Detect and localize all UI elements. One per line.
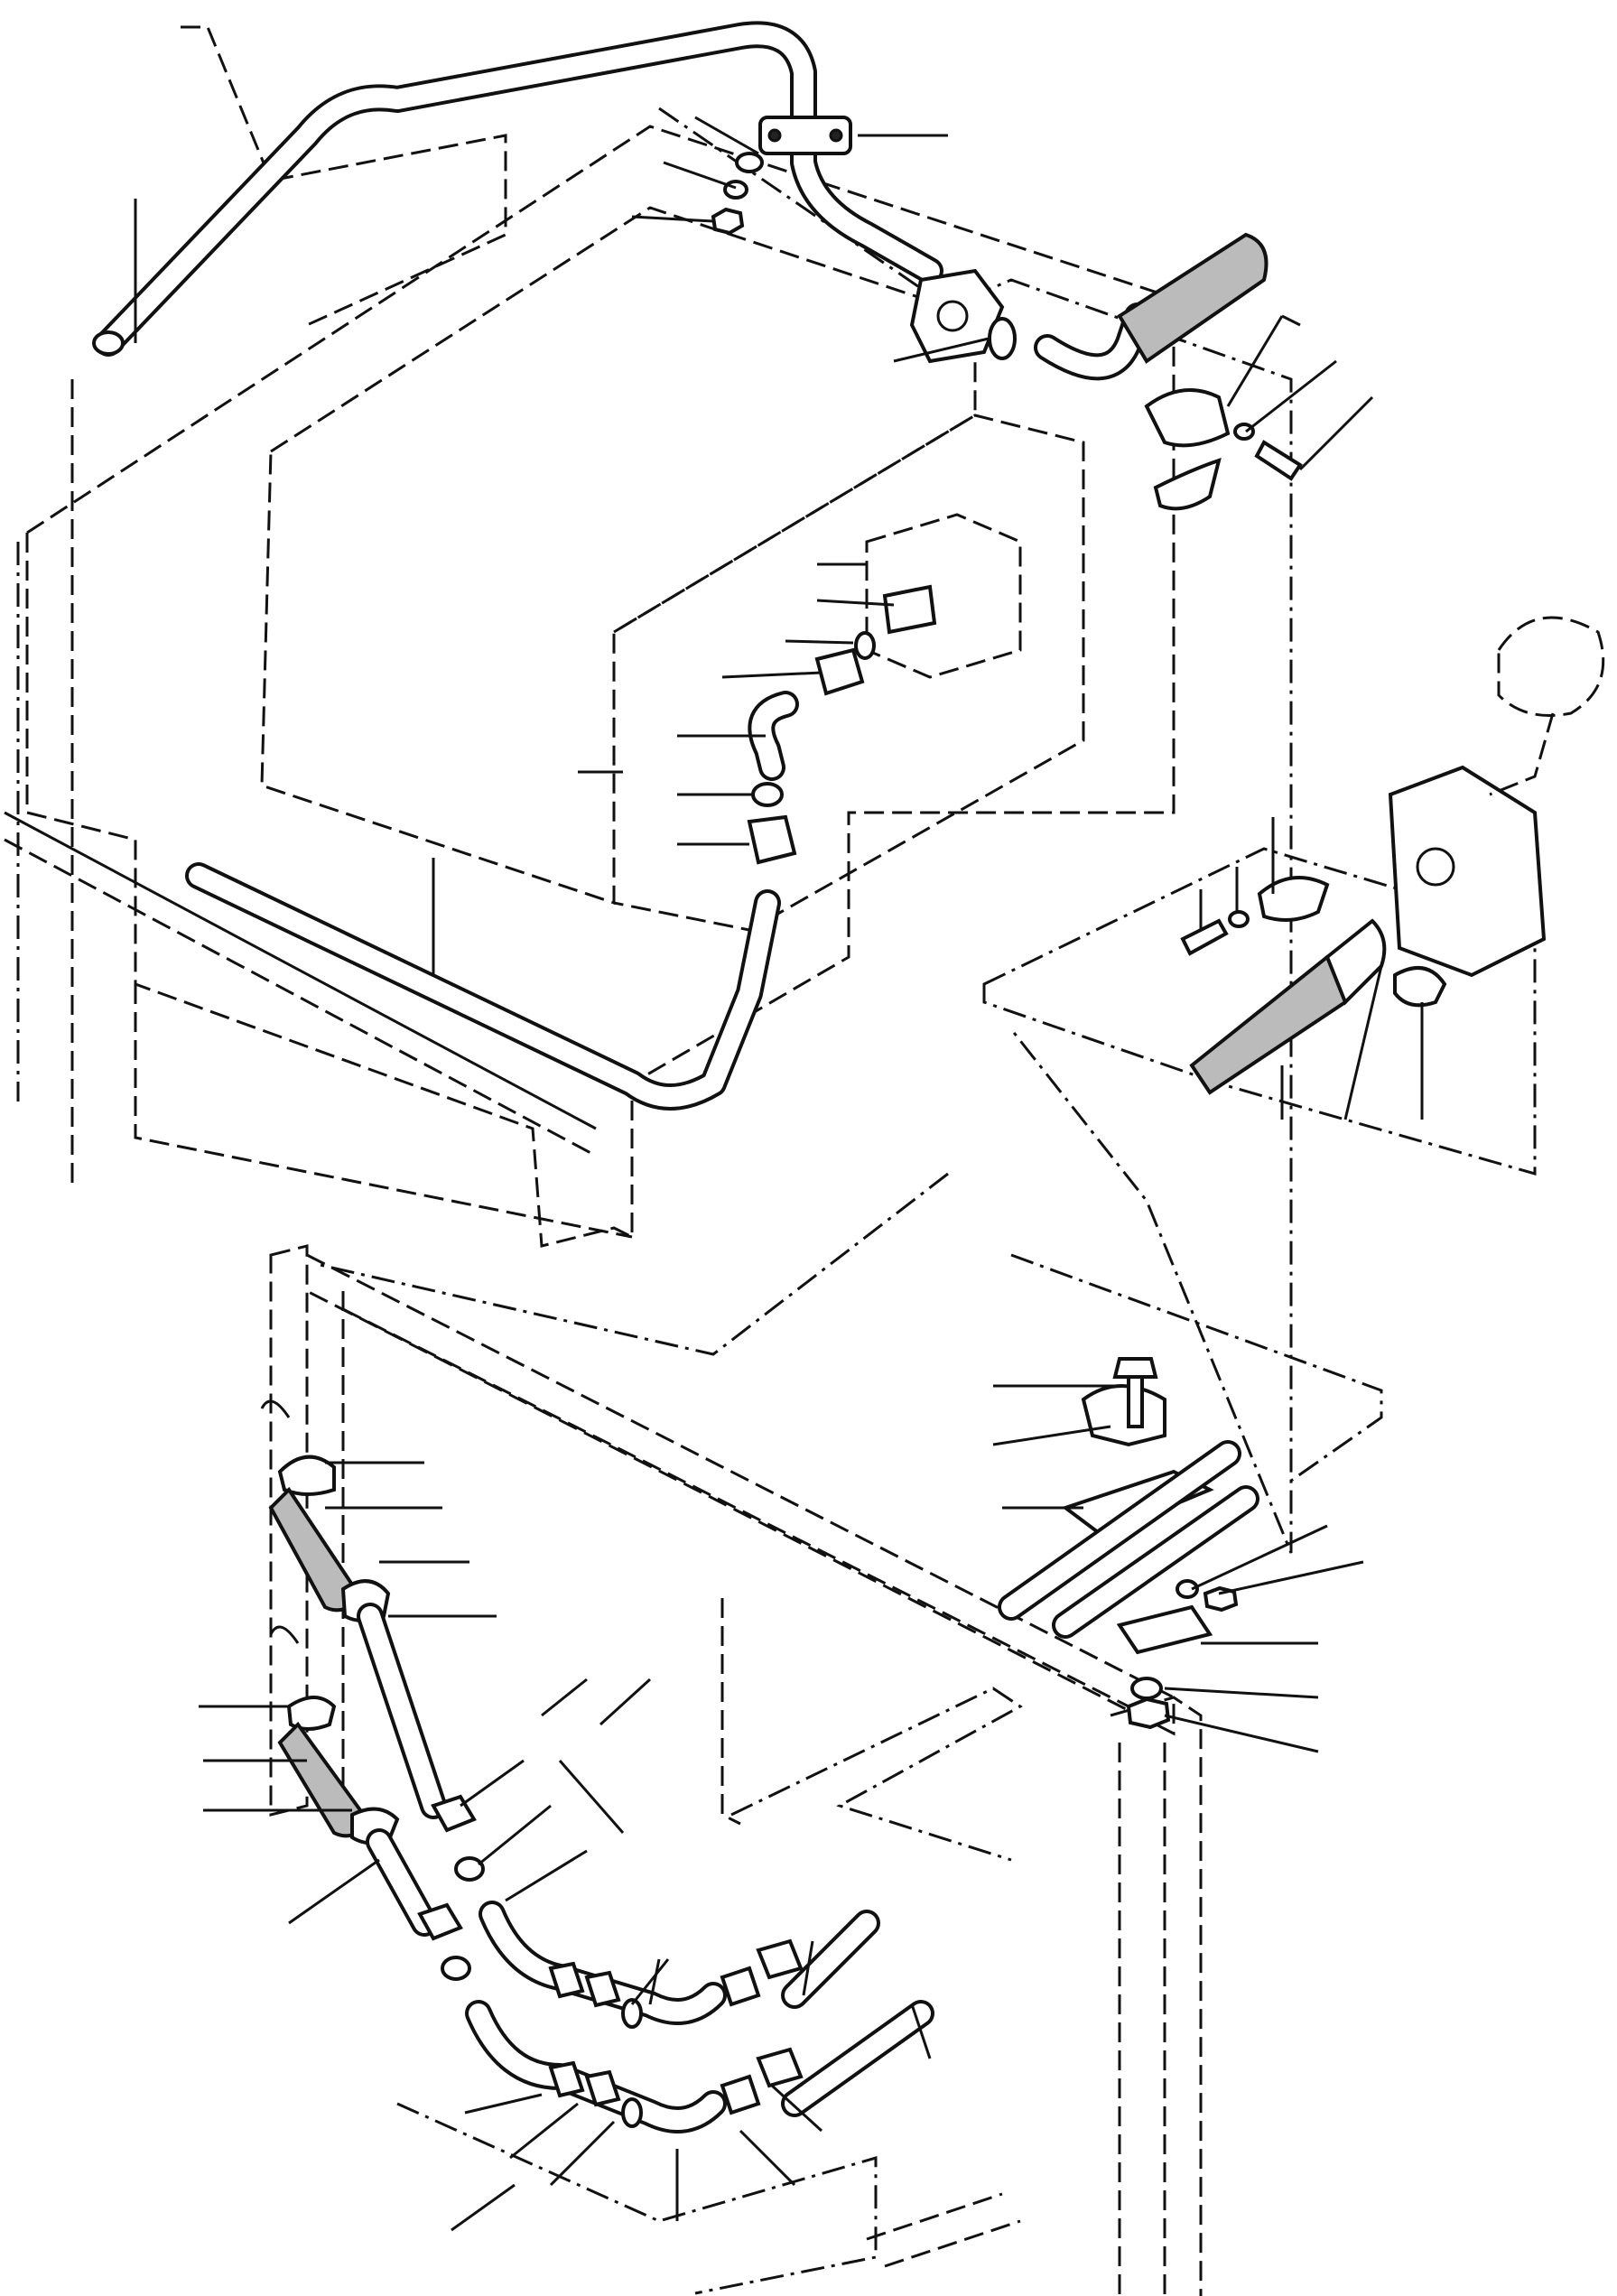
nut-lower-right [756,2047,804,2088]
tube-end-bend-2 [269,1625,300,1644]
upper-assembly [4,21,1605,1554]
flange-o-ring [988,317,1017,360]
clamp-nut-right [1203,1585,1239,1613]
flange-bolt [1254,440,1303,481]
frame-rail-line [4,811,597,1130]
hose-end-fitting [1324,918,1387,1006]
tank-phantom-outline [25,125,1176,1248]
pipe-flange [909,268,1005,364]
sleeve-nut [814,647,865,696]
frame-crossmember [306,1253,1176,1736]
elbow-sleeve-lower [621,2097,643,2128]
fitting-area-boundary [730,1687,1023,1862]
flange-bolt-lower [1180,918,1229,956]
frame-inner-phantom [720,1598,741,1826]
tube-nut-1 [431,1794,477,1833]
split-flange-half-b [1153,457,1222,511]
clamp-plate-lower [1116,1604,1213,1655]
frame-phantom-upper [181,25,507,327]
nut-upper-right [756,1938,804,1980]
lower-assembly [260,1172,1383,2296]
clamp-washer [735,152,764,173]
crossmember-boundary [1010,1253,1383,1483]
u-bolt-clamp [1081,1384,1166,1447]
clamp-bolt-head [1112,1357,1158,1379]
tube-sleeve-1 [454,1856,485,1882]
clamp-nut [711,207,745,236]
clamp-hex-bolt [1127,1371,1144,1428]
hydraulic-hose-lower [1189,954,1350,1095]
valve-flange-phantom [1497,616,1605,717]
lower-line-boundary [315,1172,949,1356]
clamp-washer-lower [1130,1677,1163,1700]
elbow-nut-lower [548,2060,585,2098]
control-valve-body [1388,765,1547,978]
elbow-nut-upper-2 [584,1970,621,2008]
clamp-washer-right [1176,1579,1199,1599]
elbow-nut-lower-2 [584,2069,621,2107]
elbow-sleeve-upper [621,1998,643,2029]
connector-upper-right [720,1966,761,2007]
callout-leaders [134,116,1424,2232]
connector-lower-right [720,2074,761,2115]
frame-upright-right [1110,1696,1203,2296]
tube-sleeve-2 [441,1956,471,1981]
tank-phantom-front-face [613,414,1085,932]
union-nut [747,814,797,865]
tube-nut-2 [417,1902,463,1941]
straight-connector [882,584,937,635]
fitting-base-boundary [396,2102,878,2295]
return-line-upper-end [92,330,125,356]
frame-upright-left [269,1244,309,1817]
elbow-nut-upper [548,1961,585,1999]
pipe-clamp-bracket [758,116,852,155]
split-flange-half-c [1257,876,1330,922]
hose-group-boundary [982,847,1537,1176]
split-flange-half-d [1393,966,1447,1008]
connector-o-ring [854,631,876,660]
adapter-sleeve [751,782,784,807]
hydraulic-hose-upper [1117,232,1269,364]
hose-clamp-top-1 [277,1455,336,1496]
clamp-nut-lower [1126,1696,1171,1730]
split-flange-half-a [1144,388,1231,448]
tank-phantom-base [134,984,633,1239]
tube-end-bend-1 [260,1399,291,1418]
tank-phantom-top-face [260,206,977,906]
